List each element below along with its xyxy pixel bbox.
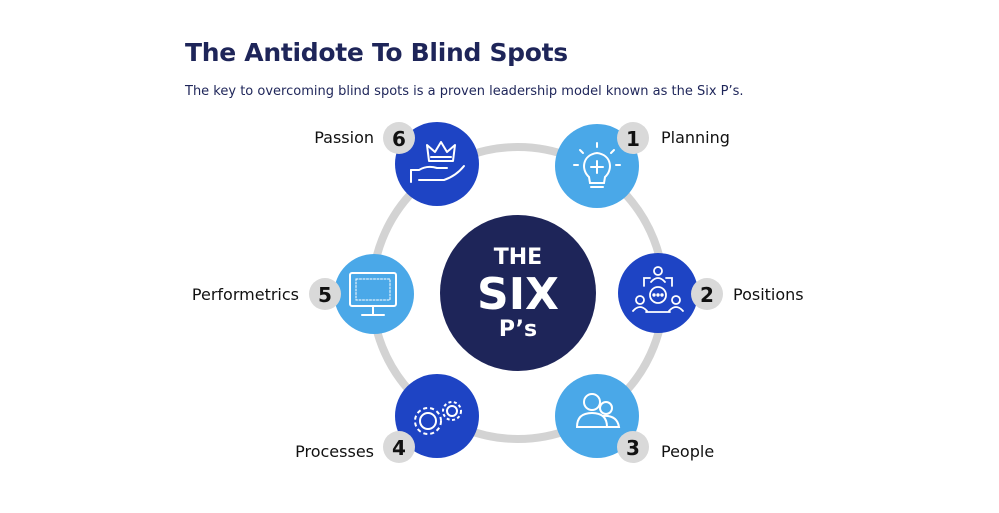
center-title-line3: P’s xyxy=(499,317,537,342)
badge-number: 6 xyxy=(392,127,406,151)
node-processes: 4 xyxy=(383,374,479,463)
center-circle xyxy=(440,215,596,371)
lightbulb-icon xyxy=(573,142,621,188)
label-processes: Processes xyxy=(295,442,374,461)
badge xyxy=(383,431,415,463)
node-people: 3 xyxy=(555,374,649,463)
node-circle xyxy=(555,374,639,458)
center-title-line2: SIX xyxy=(477,269,559,320)
monitor-icon xyxy=(349,272,397,316)
node-positions: 2 xyxy=(618,253,723,333)
gears-icon xyxy=(414,401,462,435)
page-subtitle: The key to overcoming blind spots is a p… xyxy=(185,84,744,99)
crown-hand-icon xyxy=(410,141,465,183)
badge xyxy=(617,431,649,463)
badge-number: 3 xyxy=(626,436,640,460)
node-passion: 6 xyxy=(383,122,479,206)
node-circle xyxy=(334,254,414,334)
center-title-line1: THE xyxy=(494,245,542,270)
label-positions: Positions xyxy=(733,285,804,304)
node-circle xyxy=(618,253,698,333)
label-people: People xyxy=(661,442,715,461)
badge-number: 1 xyxy=(626,127,640,151)
badge-number: 4 xyxy=(392,436,406,460)
label-planning: Planning xyxy=(661,128,730,147)
badge-number: 2 xyxy=(700,283,714,307)
org-chart-icon xyxy=(632,266,684,313)
badge xyxy=(383,122,415,154)
node-circle xyxy=(395,122,479,206)
badge xyxy=(691,278,723,310)
people-icon xyxy=(575,393,621,428)
node-planning: 1 xyxy=(555,122,649,208)
label-performetrics: Performetrics xyxy=(191,285,299,304)
badge xyxy=(309,278,341,310)
node-circle xyxy=(395,374,479,458)
badge-number: 5 xyxy=(318,283,332,307)
page-title: The Antidote To Blind Spots xyxy=(185,38,568,67)
label-passion: Passion xyxy=(314,128,374,147)
node-performetrics: 5 xyxy=(309,254,414,334)
badge xyxy=(617,122,649,154)
